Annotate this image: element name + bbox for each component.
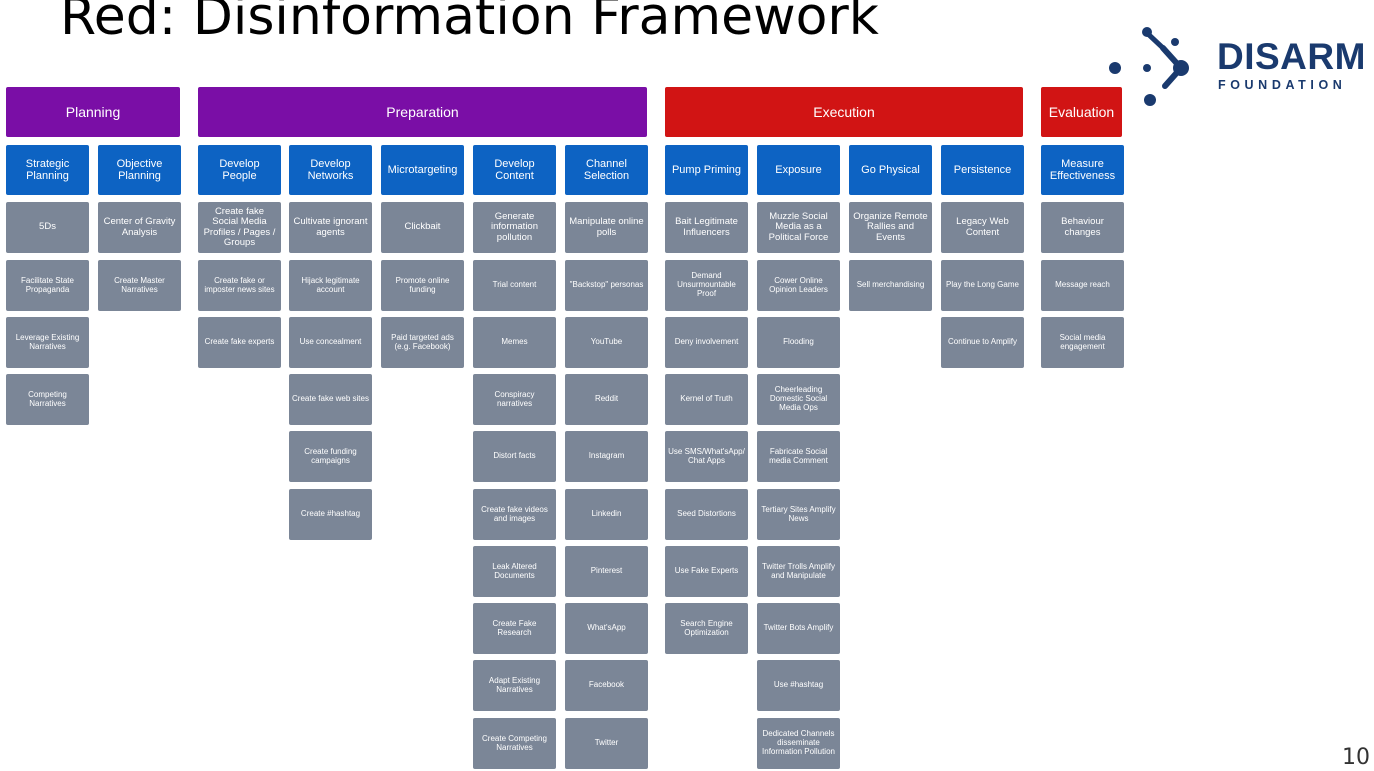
tactic-go-physical: Go Physical xyxy=(849,145,932,195)
technique-cell: Create fake or imposter news sites xyxy=(198,260,281,311)
technique-cell: Hijack legitimate account xyxy=(289,260,372,311)
tactic-develop-content: Develop Content xyxy=(473,145,556,195)
technique-cell: Behaviour changes xyxy=(1041,202,1124,253)
technique-cell: Dedicated Channels disseminate Informati… xyxy=(757,718,840,769)
technique-cell: Pinterest xyxy=(565,546,648,597)
technique-cell: Fabricate Social media Comment xyxy=(757,431,840,482)
technique-cell: Demand Unsurmountable Proof xyxy=(665,260,748,311)
tactic-develop-people: Develop People xyxy=(198,145,281,195)
technique-cell: Trial content xyxy=(473,260,556,311)
logo-subtitle: FOUNDATION xyxy=(1218,78,1347,92)
technique-cell: Twitter Bots Amplify xyxy=(757,603,840,654)
technique-cell: Center of Gravity Analysis xyxy=(98,202,181,253)
phase-evaluation: Evaluation xyxy=(1041,87,1122,137)
technique-cell: Facilitate State Propaganda xyxy=(6,260,89,311)
slide-title: Red: Disinformation Framework xyxy=(60,0,879,47)
technique-cell: Social media engagement xyxy=(1041,317,1124,368)
technique-cell: Cower Online Opinion Leaders xyxy=(757,260,840,311)
technique-cell: Twitter Trolls Amplify and Manipulate xyxy=(757,546,840,597)
page-number: 10 xyxy=(1342,745,1370,770)
technique-cell: Tertiary Sites Amplify News xyxy=(757,489,840,540)
technique-cell: Manipulate online polls xyxy=(565,202,648,253)
technique-cell: Create Master Narratives xyxy=(98,260,181,311)
technique-cell: Leverage Existing Narratives xyxy=(6,317,89,368)
technique-cell: Seed Distortions xyxy=(665,489,748,540)
technique-cell: Flooding xyxy=(757,317,840,368)
technique-cell: Create Competing Narratives xyxy=(473,718,556,769)
tactic-objective-planning: Objective Planning xyxy=(98,145,181,195)
network-nodes-icon xyxy=(1109,27,1189,106)
tactic-microtargeting: Microtargeting xyxy=(381,145,464,195)
tactic-pump-priming: Pump Priming xyxy=(665,145,748,195)
technique-cell: Legacy Web Content xyxy=(941,202,1024,253)
technique-cell: Promote online funding xyxy=(381,260,464,311)
technique-cell: Cultivate ignorant agents xyxy=(289,202,372,253)
technique-cell: YouTube xyxy=(565,317,648,368)
technique-cell: Facebook xyxy=(565,660,648,711)
technique-cell: Sell merchandising xyxy=(849,260,932,311)
phase-planning: Planning xyxy=(6,87,180,137)
technique-cell: Kernel of Truth xyxy=(665,374,748,425)
tactic-exposure: Exposure xyxy=(757,145,840,195)
technique-cell: Create Fake Research xyxy=(473,603,556,654)
technique-cell: Use SMS/What'sApp/ Chat Apps xyxy=(665,431,748,482)
technique-cell: Create #hashtag xyxy=(289,489,372,540)
technique-cell: Use concealment xyxy=(289,317,372,368)
technique-cell: Create fake experts xyxy=(198,317,281,368)
technique-cell: Twitter xyxy=(565,718,648,769)
technique-cell: Generate information pollution xyxy=(473,202,556,253)
tactic-strategic-planning: Strategic Planning xyxy=(6,145,89,195)
technique-cell: Memes xyxy=(473,317,556,368)
technique-cell: Paid targeted ads (e.g. Facebook) xyxy=(381,317,464,368)
tactic-develop-networks: Develop Networks xyxy=(289,145,372,195)
technique-cell: Continue to Amplify xyxy=(941,317,1024,368)
technique-cell: Competing Narratives xyxy=(6,374,89,425)
technique-cell: Leak Altered Documents xyxy=(473,546,556,597)
tactic-channel-selection: Channel Selection xyxy=(565,145,648,195)
phase-execution: Execution xyxy=(665,87,1023,137)
technique-cell: Cheerleading Domestic Social Media Ops xyxy=(757,374,840,425)
technique-cell: Organize Remote Rallies and Events xyxy=(849,202,932,253)
technique-cell: Use Fake Experts xyxy=(665,546,748,597)
technique-cell: Adapt Existing Narratives xyxy=(473,660,556,711)
technique-cell: Message reach xyxy=(1041,260,1124,311)
technique-cell: Create fake Social Media Profiles / Page… xyxy=(198,202,281,253)
technique-cell: Distort facts xyxy=(473,431,556,482)
technique-cell: What'sApp xyxy=(565,603,648,654)
technique-cell: Use #hashtag xyxy=(757,660,840,711)
technique-cell: Linkedin xyxy=(565,489,648,540)
technique-cell: Muzzle Social Media as a Political Force xyxy=(757,202,840,253)
technique-cell: Deny involvement xyxy=(665,317,748,368)
technique-cell: Search Engine Optimization xyxy=(665,603,748,654)
technique-cell: Create funding campaigns xyxy=(289,431,372,482)
technique-cell: Play the Long Game xyxy=(941,260,1024,311)
phase-preparation: Preparation xyxy=(198,87,647,137)
technique-cell: Clickbait xyxy=(381,202,464,253)
technique-cell: Create fake web sites xyxy=(289,374,372,425)
tactic-measure-effectiveness: Measure Effectiveness xyxy=(1041,145,1124,195)
technique-cell: 5Ds xyxy=(6,202,89,253)
technique-cell: Create fake videos and images xyxy=(473,489,556,540)
technique-cell: Reddit xyxy=(565,374,648,425)
logo-wordmark: DISARM xyxy=(1217,36,1366,77)
technique-cell: "Backstop" personas xyxy=(565,260,648,311)
technique-cell: Bait Legitimate Influencers xyxy=(665,202,748,253)
technique-cell: Conspiracy narratives xyxy=(473,374,556,425)
technique-cell: Instagram xyxy=(565,431,648,482)
disarm-logo: DISARM FOUNDATION xyxy=(1105,24,1365,114)
tactic-persistence: Persistence xyxy=(941,145,1024,195)
